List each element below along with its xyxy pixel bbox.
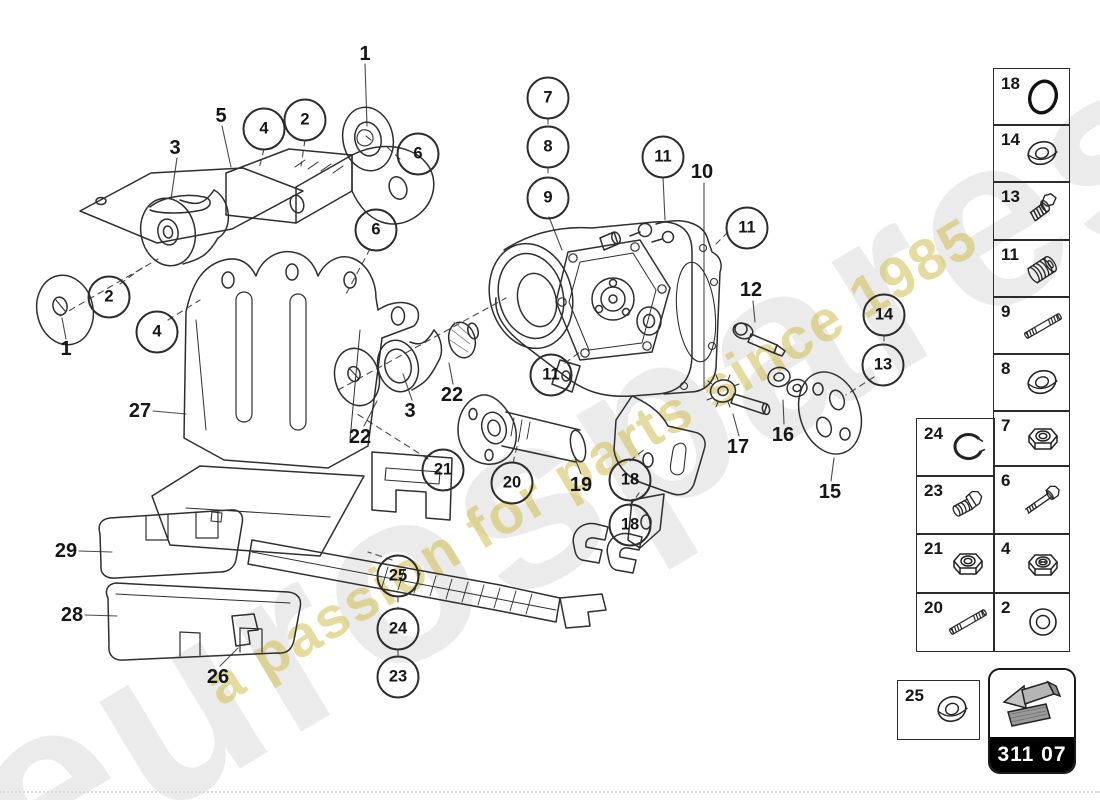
callout-22[interactable]: 22 <box>440 384 464 406</box>
callout-11-circled[interactable]: 11 <box>529 353 573 397</box>
callout-10[interactable]: 10 <box>690 161 714 183</box>
thumb-box-4[interactable]: 4 <box>993 533 1070 594</box>
o-ring-icon <box>1027 79 1059 115</box>
thumb-num: 6 <box>1001 471 1011 490</box>
thumb-num: 23 <box>924 481 943 500</box>
callout-22[interactable]: 22 <box>348 426 372 448</box>
callout-3[interactable]: 3 <box>169 137 181 159</box>
callout-11-circled[interactable]: 11 <box>641 135 685 179</box>
screw-icon <box>952 490 983 517</box>
thumb-box-2[interactable]: 2 <box>993 592 1070 652</box>
callout-25-circled[interactable]: 25 <box>376 554 420 598</box>
thumb-num: 9 <box>1001 302 1011 321</box>
callout-29[interactable]: 29 <box>54 540 78 562</box>
thumb-box-11[interactable]: 11 <box>993 239 1070 298</box>
callout-3[interactable]: 3 <box>404 400 416 422</box>
thumb-box-9[interactable]: 9 <box>993 296 1070 355</box>
thumb-num: 25 <box>905 686 924 705</box>
callout-20-circled[interactable]: 20 <box>490 461 534 505</box>
thumb-num: 8 <box>1001 359 1011 378</box>
direction-arrow-icon <box>1002 679 1062 727</box>
thumb-box-13[interactable]: 13 <box>993 181 1070 241</box>
hex-nut-icon <box>1028 427 1058 450</box>
thumb-num: 18 <box>1001 74 1020 93</box>
stud-icon <box>949 609 987 635</box>
callout-11-circled[interactable]: 11 <box>725 206 769 250</box>
thumb-box-21[interactable]: 21 <box>916 533 995 594</box>
thumb-num: 14 <box>1001 130 1020 149</box>
callout-19[interactable]: 19 <box>569 474 593 496</box>
callout-24-circled[interactable]: 24 <box>376 607 420 651</box>
callout-21-circled[interactable]: 21 <box>421 448 465 492</box>
washer-icon <box>1027 140 1058 165</box>
callout-6-circled[interactable]: 6 <box>354 208 398 252</box>
washer-icon <box>937 695 968 723</box>
callout-13-circled[interactable]: 13 <box>861 343 905 387</box>
callout-28[interactable]: 28 <box>60 604 84 626</box>
callout-9-circled[interactable]: 9 <box>526 176 570 220</box>
thumb-box-24[interactable]: 24 <box>916 418 995 477</box>
circlip-icon <box>953 432 986 460</box>
thumb-box-25[interactable]: 25 <box>897 680 980 740</box>
callout-12[interactable]: 12 <box>739 279 763 301</box>
thumb-box-20[interactable]: 20 <box>916 592 995 652</box>
thumb-box-8[interactable]: 8 <box>993 353 1070 412</box>
callout-2-circled[interactable]: 2 <box>283 98 327 142</box>
callout-1[interactable]: 1 <box>359 43 371 65</box>
thumb-num: 2 <box>1001 598 1011 617</box>
callout-16[interactable]: 16 <box>771 424 795 446</box>
thumb-box-7[interactable]: 7 <box>993 410 1070 467</box>
thumb-num: 20 <box>924 598 943 617</box>
hex-nut-icon <box>953 552 983 575</box>
callout-1[interactable]: 1 <box>60 338 72 360</box>
badge-art <box>990 670 1074 737</box>
part-code-label: 311 07 <box>990 737 1074 772</box>
callout-4-circled[interactable]: 4 <box>242 107 286 151</box>
lock-nut-icon <box>1028 553 1058 576</box>
thumb-box-6[interactable]: 6 <box>993 465 1070 535</box>
washer-icon <box>1027 369 1058 394</box>
callout-23-circled[interactable]: 23 <box>376 655 420 699</box>
callout-18-circled[interactable]: 18 <box>608 458 652 502</box>
part-code-badge[interactable]: 311 07 <box>988 668 1076 774</box>
callout-14-circled[interactable]: 14 <box>862 293 906 337</box>
callout-27[interactable]: 27 <box>128 400 152 422</box>
thumb-box-18[interactable]: 18 <box>993 68 1070 126</box>
callout-26[interactable]: 26 <box>206 666 230 688</box>
callout-5[interactable]: 5 <box>215 105 227 127</box>
thumb-num: 13 <box>1001 187 1020 206</box>
thumb-box-23[interactable]: 23 <box>916 475 995 535</box>
thumb-box-14[interactable]: 14 <box>993 124 1070 183</box>
stud-icon <box>1024 312 1062 339</box>
thumb-num: 7 <box>1001 416 1011 435</box>
flat-washer-icon <box>1029 608 1057 636</box>
callout-6-circled[interactable]: 6 <box>396 132 440 176</box>
callout-7-circled[interactable]: 7 <box>526 76 570 120</box>
thumb-num: 11 <box>1001 245 1019 264</box>
bolt-icon <box>1029 193 1057 222</box>
thumb-num: 21 <box>924 539 943 558</box>
long-bolt-icon <box>1024 485 1060 515</box>
bottom-divider <box>0 791 1100 793</box>
ribbed-bushing-icon <box>1027 255 1057 284</box>
callout-4-circled[interactable]: 4 <box>135 310 179 354</box>
callout-17[interactable]: 17 <box>726 436 750 458</box>
callout-8-circled[interactable]: 8 <box>526 125 570 169</box>
callout-2-circled[interactable]: 2 <box>87 275 131 319</box>
thumb-num: 24 <box>924 424 943 443</box>
callout-18-circled[interactable]: 18 <box>608 503 652 547</box>
thumb-num: 4 <box>1001 539 1011 558</box>
callout-15[interactable]: 15 <box>818 481 842 503</box>
